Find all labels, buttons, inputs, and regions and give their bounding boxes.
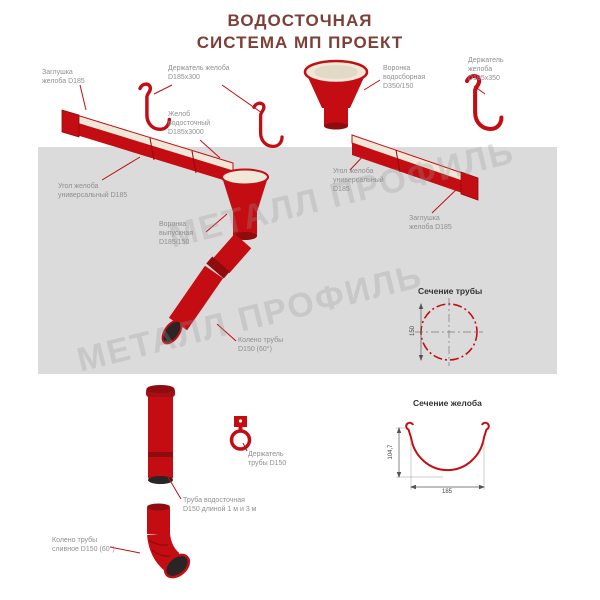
gutter-section-diagram <box>396 421 490 490</box>
gutter-corner-seam-left <box>149 137 155 161</box>
dimension-pipe-diameter: 150 <box>410 325 416 337</box>
leader-lines <box>79 79 486 554</box>
label-outlet-funnel: Воронка выпускная D185/150 <box>159 221 194 247</box>
leader-corner-left <box>101 156 141 181</box>
leader-corner-right <box>349 151 368 171</box>
gutter-section-title: Сечение желоба <box>413 398 482 408</box>
gutter-right-run <box>351 134 479 201</box>
label-gutter-corner-left: Угол желоба универсальный D185 <box>58 183 128 200</box>
pipe-elbow-upper <box>161 233 252 345</box>
gutter-left-run <box>61 109 234 183</box>
label-gutter-end-cap-left: Заглушка желоба D185 <box>42 69 85 86</box>
gutter-end-cap-left <box>61 109 80 138</box>
leader-cap-left <box>79 84 87 111</box>
page-title-line-1: ВОДОСТОЧНАЯ <box>227 11 373 30</box>
gutter-end-cap-right <box>460 171 479 201</box>
gutter-bracket-middle-icon <box>252 101 284 149</box>
pipe-bracket <box>229 416 252 451</box>
gutter-seam <box>191 150 197 174</box>
label-pipe-bracket: Держатель трубы D150 <box>248 451 287 468</box>
label-drain-elbow: Колено трубы сливное D150 (60°) <box>52 537 115 554</box>
label-gutter-bracket-right: Держатель желоба D185x350 <box>468 57 504 83</box>
gutter-bracket-left-icon <box>138 82 172 131</box>
collector-funnel <box>303 59 369 130</box>
leader-drain-elbow <box>109 546 141 554</box>
gutter-corner-seam-right <box>395 149 401 173</box>
outlet-funnel <box>221 168 269 240</box>
leader-cap-right <box>431 185 461 214</box>
label-gutter-bracket-left: Держатель желоба D185x300 <box>168 65 230 82</box>
label-gutter: Желоб водосточный D185x3000 <box>168 111 211 137</box>
label-pipe-elbow: Колено трубы D150 (60°) <box>238 337 284 354</box>
dimension-gutter-depth: 104,7 <box>388 444 394 460</box>
label-gutter-end-cap-right: Заглушка желоба D185 <box>409 215 452 232</box>
leader-gutter <box>199 139 221 159</box>
leader-pipe <box>167 476 182 500</box>
gutter-bracket-right-icon <box>464 73 504 132</box>
drain-elbow <box>147 503 191 579</box>
leader-outlet-funnel <box>205 213 228 233</box>
leader-bracket-right <box>473 85 486 95</box>
page-title: ВОДОСТОЧНАЯ СИСТЕМА МП ПРОЕКТ <box>0 10 600 54</box>
leader-bracket-middle <box>221 84 263 114</box>
label-collector-funnel: Воронка водосборная D350/150 <box>383 65 426 91</box>
label-downpipe: Труба водосточная D150 длиной 1 м и 3 м <box>183 497 257 514</box>
downpipe <box>146 385 175 484</box>
pipe-section-title: Сечение трубы <box>418 286 483 296</box>
leader-elbow <box>216 323 237 342</box>
leader-bracket-left <box>153 84 173 95</box>
dimension-gutter-width: 185 <box>441 489 453 495</box>
label-gutter-corner-right: Угол желоба универсальный D185 <box>333 168 384 194</box>
page-title-line-2: СИСТЕМА МП ПРОЕКТ <box>196 33 404 53</box>
leader-collector-funnel <box>363 79 381 91</box>
leader-pipe-bracket <box>242 442 248 452</box>
pipe-section-diagram <box>415 298 483 366</box>
